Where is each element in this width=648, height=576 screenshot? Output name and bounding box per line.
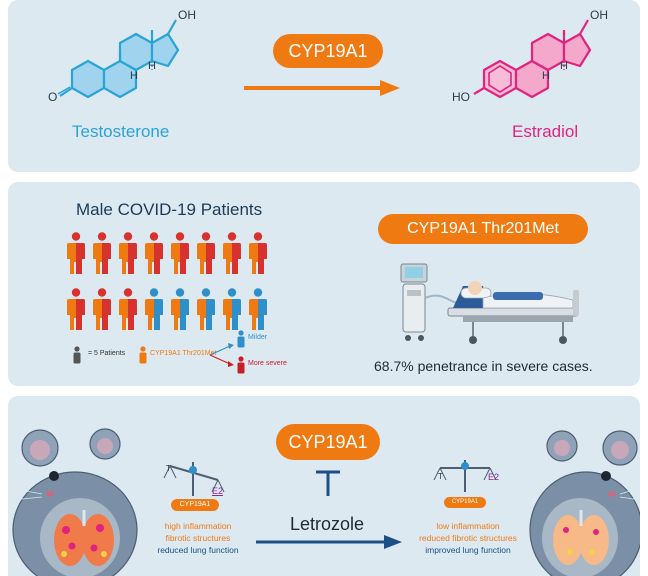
- right-scale-e2-label: E2: [488, 472, 500, 482]
- patient-figure-icon: [119, 232, 137, 274]
- testosterone-h2-label: H: [148, 60, 156, 72]
- patient-figure-icon: [171, 232, 189, 274]
- patient-figure-icon: [93, 288, 111, 330]
- conversion-panel: OH O H H Testosterone CYP19A1 OH HO H H …: [8, 0, 640, 172]
- left-outcome-line-1: high inflammation: [164, 521, 232, 531]
- patient-figure-icon: [249, 288, 267, 330]
- patient-figure-icon: [249, 232, 267, 274]
- estradiol-label: Estradiol: [512, 122, 579, 141]
- patient-figure-grid: [66, 232, 286, 342]
- legend-variant-person-icon: [139, 346, 147, 364]
- legend-severe-text: More severe: [248, 360, 287, 367]
- legend-severe-person-icon: [237, 356, 245, 374]
- right-outcome-lines: low inflammation reduced fibrotic struct…: [408, 520, 528, 556]
- left-outcome-line-3: reduced lung function: [157, 545, 239, 555]
- testosterone-oh-label: OH: [178, 8, 196, 22]
- penetrance-text: 68.7% penetrance in severe cases.: [374, 358, 593, 374]
- left-scale-enzyme-pill: CYP19A1: [171, 499, 219, 511]
- left-scale-e2-label: E2: [212, 486, 224, 496]
- right-balance-scale-icon: [433, 460, 497, 492]
- legend-milder-text: Milder: [248, 334, 268, 341]
- patients-title: Male COVID-19 Patients: [76, 200, 263, 219]
- estradiol-structure-icon: [473, 19, 592, 99]
- enzyme-pill-bottom: CYP19A1: [276, 424, 380, 460]
- patient-figure-icon: [197, 232, 215, 274]
- testosterone-structure-icon: [57, 19, 180, 99]
- right-outcome-line-1: low inflammation: [436, 521, 500, 531]
- letrozole-label: Letrozole: [290, 514, 365, 534]
- estradiol-oh-top-label: OH: [590, 8, 608, 22]
- legend-branch-arrows-icon: [209, 343, 234, 367]
- patient-figure-icon: [67, 232, 85, 274]
- patient-figure-icon: [67, 288, 85, 330]
- patient-figure-icon: [145, 288, 163, 330]
- testosterone-keto-label: O: [48, 90, 58, 104]
- patient-figure-icon: [197, 288, 215, 330]
- patient-figure-icon: [93, 232, 111, 274]
- right-outcome-line-3: improved lung function: [425, 545, 511, 555]
- enzyme-pill-top: CYP19A1: [273, 34, 383, 68]
- hospital-bed-ventilator-icon: [400, 263, 579, 344]
- patient-figure-icon: [145, 232, 163, 274]
- right-outcome-line-2: reduced fibrotic structures: [419, 533, 517, 543]
- right-scale-t-label: T: [438, 472, 443, 481]
- left-scale-t-label: T: [166, 464, 171, 473]
- treatment-arrow-icon: [256, 535, 402, 549]
- treatment-panel: T E2 CYP19A1 high inflammation fibrotic …: [8, 396, 640, 576]
- variant-pill: CYP19A1 Thr201Met: [378, 214, 588, 244]
- patient-figure-icon: [119, 288, 137, 330]
- right-scale-enzyme-pill: CYP19A1: [444, 497, 486, 508]
- inhibition-bar-icon: [316, 470, 340, 496]
- left-outcome-line-2: fibrotic structures: [165, 533, 231, 543]
- patients-panel: Male COVID-19 Patients = 5 Patients CYP1…: [8, 182, 640, 386]
- left-outcome-lines: high inflammation fibrotic structures re…: [148, 520, 248, 556]
- testosterone-label: Testosterone: [72, 122, 170, 141]
- estradiol-ho-left-label: HO: [452, 90, 470, 104]
- left-balance-scale-icon: [163, 462, 225, 496]
- patient-figure-icon: [171, 288, 189, 330]
- legend-milder-person-icon: [237, 330, 245, 348]
- estradiol-h1-label: H: [542, 70, 550, 82]
- left-hamster-icon: [9, 428, 138, 576]
- estradiol-h2-label: H: [560, 60, 568, 72]
- patient-figure-icon: [223, 288, 241, 330]
- legend-patients-text: = 5 Patients: [88, 350, 126, 357]
- conversion-arrow-icon: [244, 80, 400, 96]
- legend-variant-text: CYP19A1 Thr201Met: [150, 350, 217, 357]
- testosterone-h1-label: H: [130, 70, 138, 82]
- right-hamster-icon: [529, 430, 640, 576]
- legend-person-icon: [73, 346, 81, 364]
- patient-figure-icon: [223, 232, 241, 274]
